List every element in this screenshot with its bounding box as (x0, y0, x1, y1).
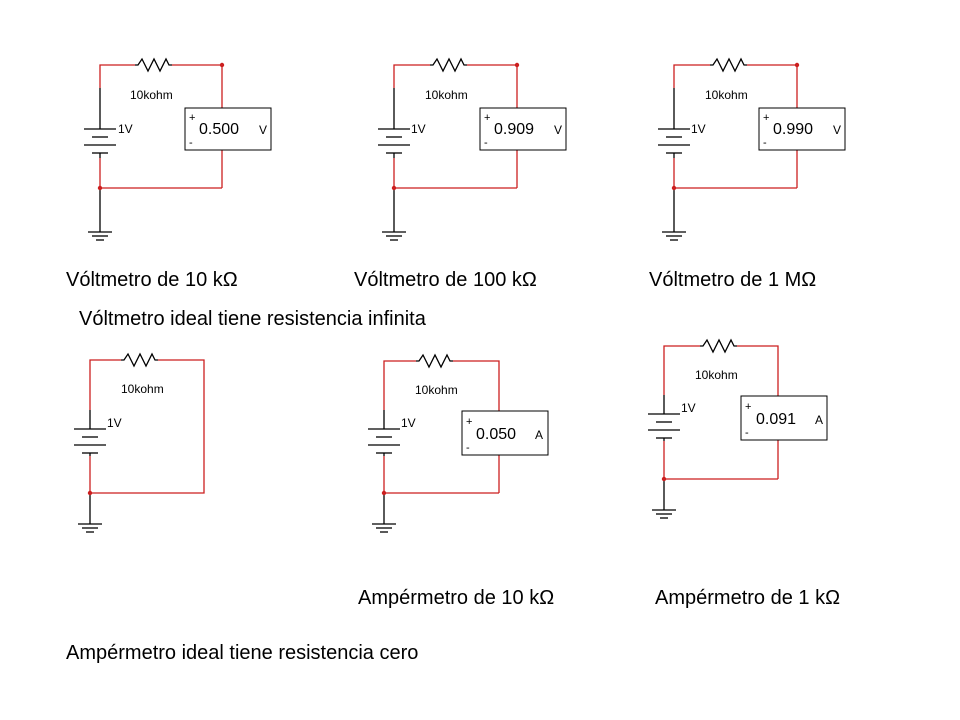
caption-ammeter-10k: Ampérmetro de 10 kΩ (358, 587, 555, 609)
source-label: 1V (401, 416, 416, 430)
source-label: 1V (691, 122, 706, 136)
battery-symbol (84, 88, 116, 158)
resistor-label: 10kohm (705, 88, 748, 102)
svg-text:-: - (484, 137, 488, 149)
svg-text:+: + (484, 112, 490, 124)
circuit-no-meter: 10kohm 1V (74, 352, 205, 533)
voltmeter-display: + - 0.990 V (758, 107, 846, 151)
svg-text:+: + (745, 401, 751, 413)
source-label: 1V (107, 416, 122, 430)
caption-ammeter-1k: Ampérmetro de 1 kΩ (655, 587, 841, 609)
caption-voltmeter-100k: Vóltmetro de 100 kΩ (354, 269, 537, 291)
battery-symbol (74, 410, 106, 456)
meter-value: 0.500 (199, 121, 239, 138)
source-label: 1V (411, 122, 426, 136)
caption-voltmeter-1m: Vóltmetro de 1 MΩ (649, 269, 817, 291)
circuit-voltmeter-1m: 10kohm 1V + - 0.990 V (658, 57, 846, 241)
battery-symbol (648, 395, 680, 441)
svg-text:-: - (466, 442, 470, 454)
battery-symbol (658, 88, 690, 158)
resistor-label: 10kohm (695, 368, 738, 382)
circuit-voltmeter-100k: 10kohm 1V + - 0.909 V (378, 57, 567, 241)
meter-unit: V (833, 123, 841, 137)
meter-value: 0.909 (494, 121, 534, 138)
source-label: 1V (118, 122, 133, 136)
caption-voltmeter-note: Vóltmetro ideal tiene resistencia infini… (79, 308, 426, 330)
caption-ammeter-note: Ampérmetro ideal tiene resistencia cero (66, 642, 419, 664)
svg-text:+: + (466, 416, 472, 428)
meter-unit: A (535, 428, 543, 442)
svg-text:-: - (745, 427, 749, 439)
meter-unit: V (554, 123, 562, 137)
svg-text:+: + (763, 112, 769, 124)
circuit-ammeter-1k: 10kohm 1V + - 0.091 A (648, 338, 828, 519)
source-label: 1V (681, 401, 696, 415)
caption-voltmeter-10k: Vóltmetro de 10 kΩ (66, 269, 238, 291)
meter-value: 0.091 (756, 411, 796, 428)
ammeter-display: + - 0.050 A (461, 410, 549, 456)
resistor-label: 10kohm (130, 88, 173, 102)
circuit-ammeter-10k: 10kohm 1V + - 0.050 A (368, 353, 549, 533)
meter-value: 0.050 (476, 426, 516, 443)
svg-text:+: + (189, 112, 195, 124)
voltmeter-display: + - 0.909 V (479, 107, 567, 151)
battery-symbol (378, 88, 410, 158)
ammeter-display: + - 0.091 A (740, 395, 828, 441)
battery-symbol (368, 410, 400, 456)
resistor-label: 10kohm (425, 88, 468, 102)
svg-text:-: - (189, 137, 193, 149)
meter-value: 0.990 (773, 121, 813, 138)
resistor-label: 10kohm (415, 383, 458, 397)
svg-text:-: - (763, 137, 767, 149)
voltmeter-display: + - 0.500 V (184, 107, 272, 151)
circuit-voltmeter-10k: 10kohm 1V + - 0.500 V (84, 57, 272, 241)
meter-unit: V (259, 123, 267, 137)
resistor-label: 10kohm (121, 382, 164, 396)
meter-unit: A (815, 413, 823, 427)
